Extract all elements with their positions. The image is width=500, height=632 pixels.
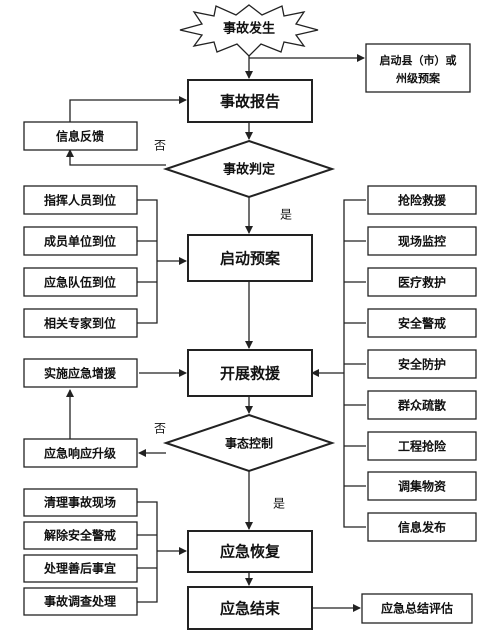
county-plan-line-1: 启动县（市）或 xyxy=(380,53,457,67)
feedback-label: 信息反馈 xyxy=(56,129,104,144)
recovery-item: 事故调查处理 xyxy=(44,594,116,609)
report-label: 事故报告 xyxy=(220,93,280,111)
rescue-node: 开展救援 xyxy=(187,349,313,397)
end-label: 应急结束 xyxy=(220,600,281,618)
arrival-item: 成员单位到位 xyxy=(44,234,116,249)
upgrade-node: 应急响应升级 xyxy=(23,438,138,468)
judge-label: 事故判定 xyxy=(223,162,275,178)
county-plan-line-2: 州级预案 xyxy=(395,71,441,85)
arrival-item: 指挥人员到位 xyxy=(44,193,116,208)
left-recovery-group: 清理事故现场 解除安全警戒 处理善后事宜 事故调查处理 xyxy=(23,488,138,616)
summary-node: 应急总结评估 xyxy=(361,593,473,624)
plan-node: 启动预案 xyxy=(187,234,313,282)
judge-node: 事故判定 xyxy=(162,139,336,199)
start-label: 事故发生 xyxy=(223,21,275,37)
action-item: 信息发布 xyxy=(398,520,446,535)
reinforce-label: 实施应急增援 xyxy=(44,366,117,381)
action-item: 安全警戒 xyxy=(398,316,446,331)
recover-label: 应急恢复 xyxy=(220,543,281,561)
feedback-node: 信息反馈 xyxy=(23,121,138,151)
recover-node: 应急恢复 xyxy=(187,530,313,573)
burst-shape xyxy=(179,4,319,57)
arrival-item: 相关专家到位 xyxy=(44,316,116,331)
action-item: 调集物资 xyxy=(398,479,446,494)
control-label: 事态控制 xyxy=(225,436,273,451)
no-label-2: 否 xyxy=(154,422,166,436)
reinforce-node: 实施应急增援 xyxy=(23,358,138,388)
arrival-item: 应急队伍到位 xyxy=(44,275,116,290)
end-node: 应急结束 xyxy=(187,586,313,630)
right-actions-group: 抢险救援 现场监控 医疗救护 安全警戒 安全防护 群众疏散 工程抢险 调集物资 … xyxy=(367,185,477,542)
recovery-item: 处理善后事宜 xyxy=(43,561,116,576)
action-item: 工程抢险 xyxy=(398,439,447,454)
connector-lines xyxy=(66,46,366,612)
upgrade-label: 应急响应升级 xyxy=(44,446,116,461)
rescue-label: 开展救援 xyxy=(220,365,281,383)
plan-label: 启动预案 xyxy=(220,250,281,268)
yes-label-1: 是 xyxy=(280,208,292,222)
action-item: 群众疏散 xyxy=(397,398,447,413)
report-node: 事故报告 xyxy=(187,79,313,123)
recovery-item: 解除安全警戒 xyxy=(44,528,116,543)
yes-label-2: 是 xyxy=(273,497,285,511)
summary-label: 应急总结评估 xyxy=(381,601,453,616)
action-item: 医疗救护 xyxy=(398,275,446,290)
action-item: 安全防护 xyxy=(398,357,446,372)
county-plan-node: 启动县（市）或 州级预案 xyxy=(365,43,471,93)
left-arrivals-group: 指挥人员到位 成员单位到位 应急队伍到位 相关专家到位 xyxy=(23,185,138,338)
start-node: 事故发生 xyxy=(179,4,319,57)
recovery-item: 清理事故现场 xyxy=(44,495,116,510)
action-item: 现场监控 xyxy=(398,234,446,249)
control-node: 事态控制 xyxy=(162,413,336,473)
no-label-1: 否 xyxy=(154,139,166,153)
action-item: 抢险救援 xyxy=(398,193,447,208)
